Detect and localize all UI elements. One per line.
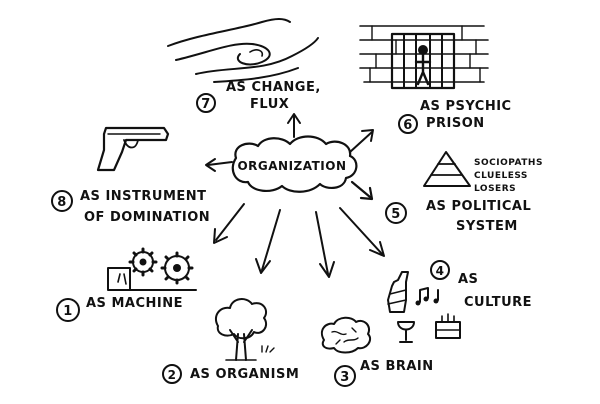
number-6: 6 [403, 118, 413, 133]
label-3: AS BRAIN [360, 359, 434, 374]
culture-icon [387, 271, 461, 343]
metaphor-5: SOCIOPATHS CLUELESS LOSERS 5 AS POLITICA… [385, 151, 543, 234]
label-5-line-2: SYSTEM [456, 219, 518, 234]
label-4-line-2: CULTURE [464, 295, 532, 310]
prison-icon [359, 25, 489, 90]
tree-icon [214, 298, 275, 361]
gears-icon [107, 247, 197, 291]
number-badge-4 [430, 260, 450, 280]
number-badge-7 [196, 93, 216, 113]
arrow-to-flux [287, 113, 301, 138]
arrows [205, 113, 385, 278]
number-3: 3 [340, 370, 350, 385]
number-1: 1 [63, 304, 73, 319]
label-7-line-1: AS CHANGE, [226, 80, 321, 95]
number-badge-1 [56, 298, 80, 322]
label-5-line-1: AS POLITICAL [426, 199, 531, 214]
metaphor-4: 4 AS CULTURE [387, 260, 532, 343]
number-7: 7 [201, 97, 211, 112]
label-4-line-1: AS [458, 272, 478, 287]
arrow-to-instrument [205, 158, 233, 172]
number-badge-2 [162, 364, 182, 384]
label-6-line-2: PRISON [426, 116, 485, 131]
metaphor-3: 3 AS BRAIN [320, 316, 434, 387]
label-6-line-1: AS PSYCHIC [420, 99, 512, 114]
metaphor-2: 2 AS ORGANISM [162, 298, 299, 384]
pyramid-icon [423, 151, 471, 187]
arrow-to-prison [349, 129, 374, 153]
number-2: 2 [168, 368, 177, 382]
metaphor-8: 8 AS INSTRUMENT OF DOMINATION [51, 126, 210, 225]
pyramid-label-middle: CLUELESS [474, 171, 528, 181]
arrow-to-brain [315, 211, 335, 278]
label-8-line-1: AS INSTRUMENT [80, 189, 207, 204]
number-badge-6 [398, 114, 418, 134]
metaphor-1: 1 AS MACHINE [56, 247, 197, 322]
center-label: ORGANIZATION [237, 159, 346, 173]
label-7-line-2: FLUX [250, 97, 289, 112]
number-badge-5 [385, 202, 407, 224]
brain-icon [320, 316, 372, 354]
cloud-outline [231, 135, 358, 193]
flux-icon [167, 18, 319, 83]
label-2: AS ORGANISM [190, 367, 299, 382]
number-5: 5 [391, 207, 401, 222]
arrow-to-political [350, 180, 374, 201]
number-8: 8 [57, 195, 67, 210]
gun-icon [96, 126, 170, 172]
metaphor-7: 7 AS CHANGE, FLUX [167, 18, 321, 113]
arrow-to-machine [213, 203, 245, 244]
number-4: 4 [436, 264, 445, 278]
arrow-to-organism [255, 209, 281, 274]
number-badge-3 [334, 365, 356, 387]
metaphor-6: 6 AS PSYCHIC PRISON [359, 25, 512, 134]
label-8-line-2: OF DOMINATION [84, 210, 210, 225]
number-badge-8 [51, 190, 73, 212]
center-node: ORGANIZATION [231, 135, 358, 193]
pyramid-label-bottom: LOSERS [474, 184, 516, 194]
pyramid-label-top: SOCIOPATHS [474, 158, 543, 168]
label-1: AS MACHINE [86, 296, 183, 311]
arrow-to-culture [339, 207, 385, 257]
